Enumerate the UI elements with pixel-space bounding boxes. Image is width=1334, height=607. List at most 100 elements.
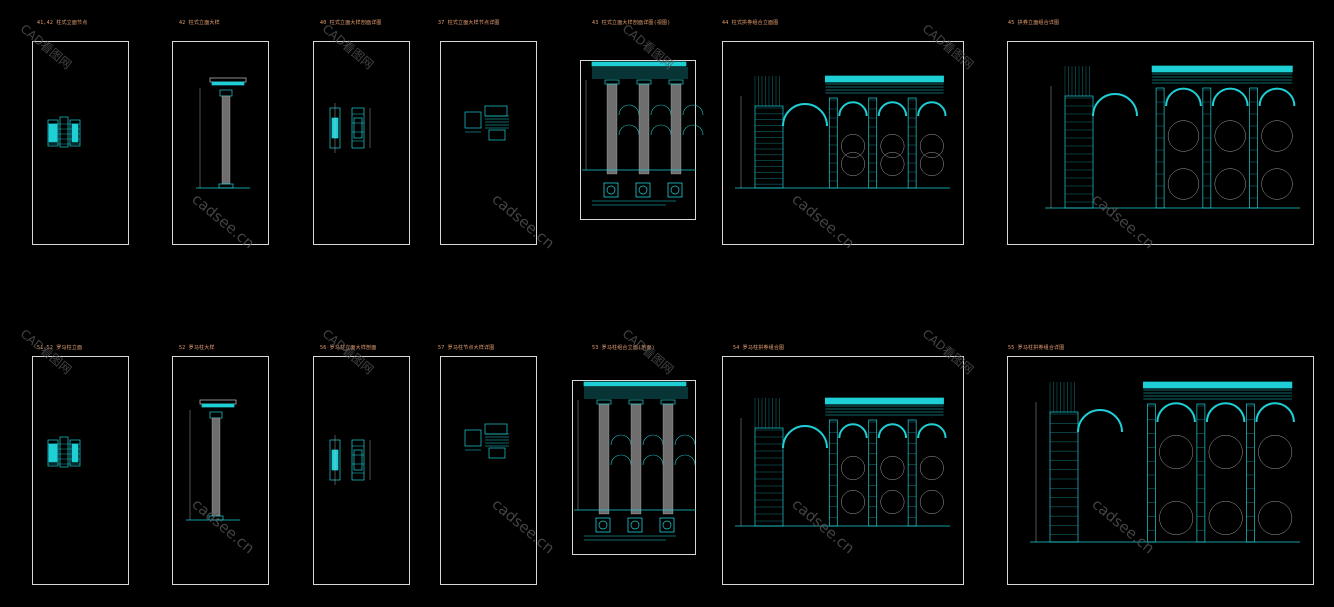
cad-circle xyxy=(1214,120,1246,152)
cad-shape xyxy=(828,419,838,527)
cad-circle xyxy=(919,152,944,176)
cad-arch xyxy=(618,124,640,136)
cad-shape xyxy=(71,123,79,143)
cad-arch xyxy=(1258,87,1296,107)
sheet-frame[interactable] xyxy=(580,60,696,220)
cad-circle xyxy=(1214,168,1246,200)
cad-shape xyxy=(868,419,878,527)
sheet-frame[interactable] xyxy=(313,356,410,585)
cad-shape xyxy=(211,81,245,86)
sheet-frame[interactable] xyxy=(572,380,696,555)
sheet-frame[interactable] xyxy=(313,41,410,245)
cad-arch xyxy=(642,454,664,466)
cad-shape xyxy=(488,447,506,459)
cad-arch xyxy=(917,101,947,117)
cad-circle xyxy=(880,456,905,480)
cad-shape xyxy=(659,517,675,533)
sheet-frame[interactable] xyxy=(172,41,269,245)
sheet-title: 53 罗马柱组合立面(剖面) xyxy=(592,345,655,351)
cad-shape xyxy=(69,119,81,147)
sheet-title: 52 罗马柱大样 xyxy=(179,345,215,351)
cad-shape xyxy=(209,77,247,83)
sheet-title: 40 柱式立面大样剖面详图 xyxy=(320,20,382,26)
cad-shape xyxy=(1202,87,1212,209)
sheet-frame[interactable] xyxy=(722,356,964,585)
cad-shape xyxy=(353,117,363,139)
cad-circle xyxy=(841,152,865,176)
sheet-title: 41,42 柱式立面节点 xyxy=(37,20,88,26)
cad-arch xyxy=(650,124,672,136)
cad-arch xyxy=(838,423,868,439)
cad-circle xyxy=(1208,435,1243,469)
cad-shape xyxy=(668,79,684,85)
cad-arch xyxy=(650,104,672,116)
cad-shape xyxy=(1249,87,1258,209)
cad-shape xyxy=(828,97,838,189)
cad-circle xyxy=(606,185,616,195)
cad-shape xyxy=(484,423,508,435)
cad-circle xyxy=(638,185,648,195)
cad-circle xyxy=(880,134,905,158)
cad-shape xyxy=(199,399,237,405)
sheet-frame[interactable] xyxy=(32,356,129,585)
cad-shape xyxy=(218,183,234,189)
sheet-frame[interactable] xyxy=(440,41,537,245)
cad-shape xyxy=(754,427,784,527)
sheet-frame[interactable] xyxy=(722,41,964,245)
cad-arch xyxy=(877,101,908,117)
cad-arch xyxy=(682,124,704,136)
cad-shape xyxy=(47,439,59,467)
sheet-title: 55 罗马柱拱券组合详图 xyxy=(1008,345,1065,351)
cad-shape xyxy=(1246,403,1255,543)
sheet-frame[interactable] xyxy=(172,356,269,585)
cad-shape xyxy=(351,439,365,481)
cad-arch xyxy=(1205,402,1246,423)
cad-shape xyxy=(604,79,620,85)
cad-shape xyxy=(48,123,58,143)
cad-shape xyxy=(484,105,508,117)
cad-shape xyxy=(221,95,231,185)
cad-shape xyxy=(868,97,878,189)
cad-shape xyxy=(59,116,69,148)
cad-arch xyxy=(642,434,664,446)
cad-shape xyxy=(824,397,944,405)
sheet-frame[interactable] xyxy=(32,41,129,245)
sheet-title: 57 罗马柱节点大样详图 xyxy=(438,345,495,351)
cad-circle xyxy=(1167,168,1200,200)
cad-shape xyxy=(636,79,652,85)
cad-shape xyxy=(201,403,235,408)
cad-shape xyxy=(630,403,642,515)
cad-circle xyxy=(598,520,608,530)
cad-circle xyxy=(841,134,865,158)
cad-shape xyxy=(628,399,644,405)
cad-shape xyxy=(353,449,363,471)
cad-shape xyxy=(48,443,58,463)
cad-shape xyxy=(208,515,224,521)
cad-circle xyxy=(1261,168,1293,200)
cad-circle xyxy=(919,456,944,480)
cad-shape xyxy=(1064,95,1094,209)
cad-shape xyxy=(907,419,917,527)
cad-circle xyxy=(919,134,944,158)
sheet-frame[interactable] xyxy=(440,356,537,585)
cad-shape xyxy=(47,119,59,147)
cad-shape xyxy=(606,83,618,175)
cad-shape xyxy=(1155,87,1165,209)
cad-shape xyxy=(583,381,687,387)
sheet-frame[interactable] xyxy=(1007,356,1314,585)
cad-circle xyxy=(1159,435,1194,469)
cad-shape xyxy=(1196,403,1206,543)
cad-circle xyxy=(841,456,865,480)
cad-circle xyxy=(1208,501,1243,535)
cad-shape xyxy=(1147,403,1156,543)
cad-circle xyxy=(630,520,640,530)
cad-shape xyxy=(627,517,643,533)
sheet-frame[interactable] xyxy=(1007,41,1314,245)
cad-shape xyxy=(635,182,651,198)
cad-shape xyxy=(1143,381,1293,389)
cad-arch xyxy=(782,425,828,449)
cad-circle xyxy=(670,185,680,195)
cad-circle xyxy=(880,490,905,514)
sheet-title: 56 罗马柱立面大样剖面 xyxy=(320,345,377,351)
